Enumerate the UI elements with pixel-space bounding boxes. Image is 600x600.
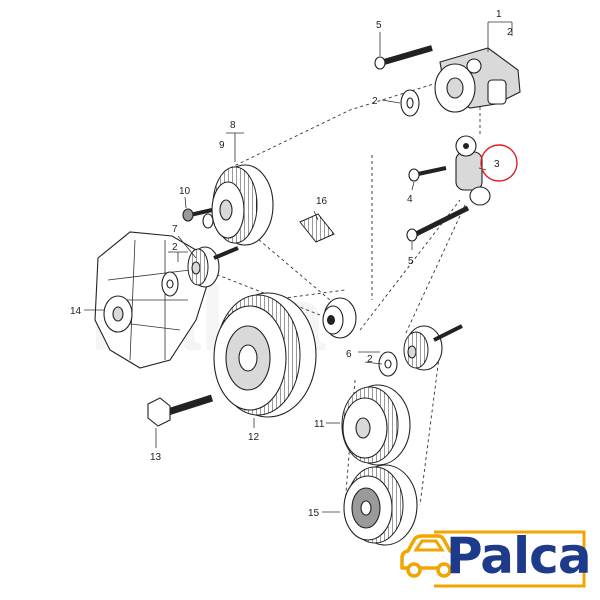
idler-roller: [322, 297, 357, 339]
highlight-circle: [480, 144, 518, 182]
idler-pulley-7: [187, 246, 239, 288]
palca-logo: [400, 530, 586, 588]
callout-2-idler6: 2: [367, 354, 373, 365]
callout-1: 1: [496, 9, 502, 20]
callout-5-bottom: 5: [408, 256, 414, 267]
car-icon: [400, 534, 458, 578]
bolt-top: [374, 45, 433, 70]
callout-10: 10: [179, 186, 191, 197]
tensioner-damper: [455, 135, 491, 206]
crank-bolt: [147, 394, 214, 427]
callout-7: 7: [172, 224, 178, 235]
callout-3: 3: [494, 159, 500, 170]
bolt-10: [182, 208, 213, 222]
drive-belt: [299, 213, 335, 243]
callout-15: 15: [308, 508, 320, 519]
callout-11: 11: [314, 419, 325, 430]
idler-pulley-6: [403, 324, 463, 371]
callout-2-idler7: 2: [172, 242, 178, 253]
callout-2-tensioner: 2: [507, 27, 513, 38]
compressor-clutch: [343, 464, 418, 546]
callout-5-top: 5: [376, 20, 382, 31]
pump-pulley: [341, 384, 411, 466]
leader-lines: [84, 21, 513, 513]
callout-9: 9: [219, 140, 225, 151]
washer-7: [161, 271, 179, 297]
logo-text: Palca: [446, 527, 592, 585]
callout-8: 8: [230, 120, 236, 131]
tensioner-arm: [434, 47, 521, 113]
housing: [94, 231, 209, 369]
callout-12: 12: [248, 432, 260, 443]
bolt-bottom: [406, 205, 470, 242]
callout-14: 14: [70, 306, 82, 317]
logo-frame: [434, 530, 586, 588]
spacer-10: [202, 213, 214, 229]
washer-top: [400, 89, 420, 117]
callout-16: 16: [316, 196, 328, 207]
callout-4: 4: [407, 194, 413, 205]
pulley-upper: [211, 164, 274, 246]
callout-labels: 1 2 2 2 2 3 4 5 5 6 7 8 9 10 11 12 13 14…: [70, 9, 513, 519]
callout-6: 6: [346, 349, 352, 360]
callout-2-washer: 2: [372, 96, 378, 107]
crankshaft-pulley: [213, 292, 317, 418]
small-bolt: [408, 166, 447, 182]
callout-13: 13: [150, 452, 162, 463]
